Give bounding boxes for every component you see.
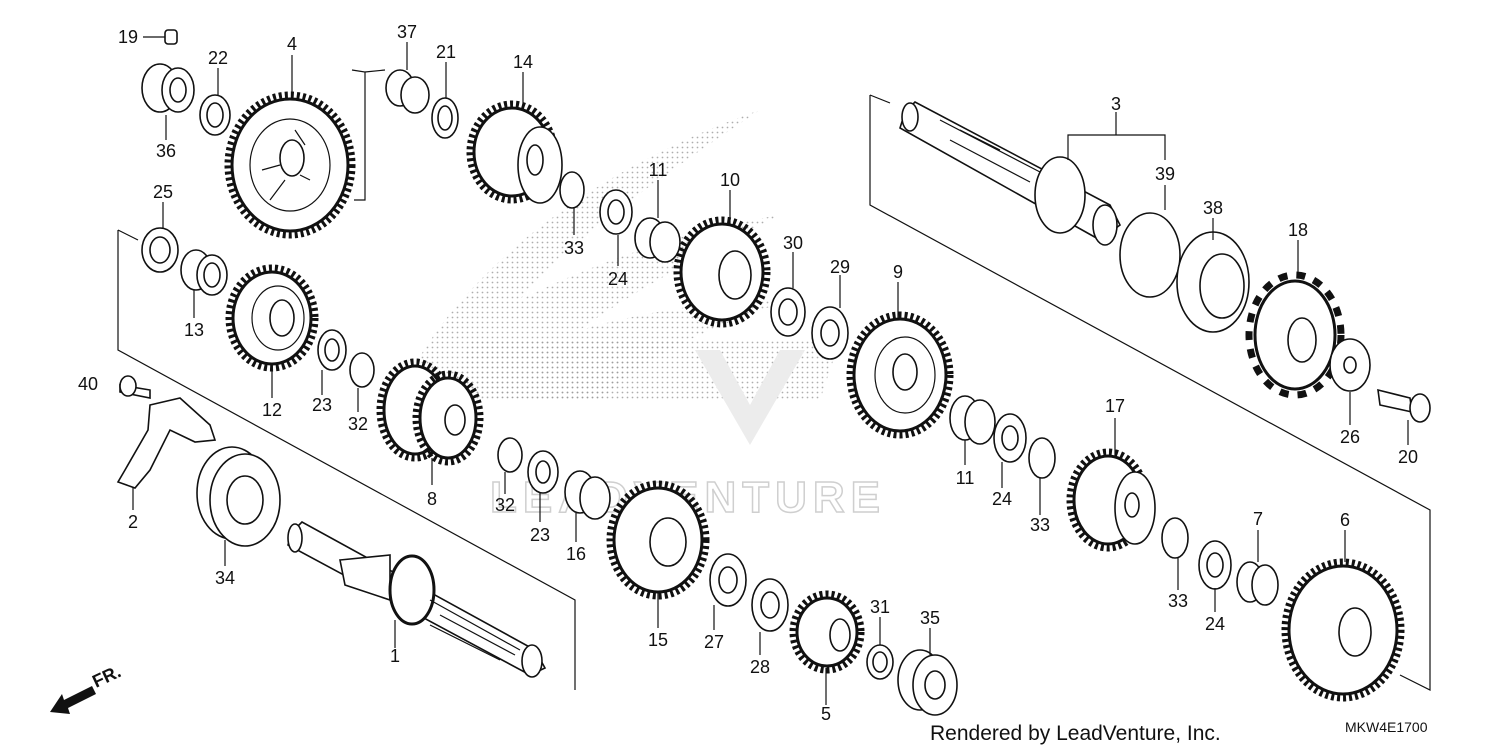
gear-6 [1281, 558, 1405, 702]
part-label-24-middle: 24 [992, 489, 1012, 509]
assembly-frames [117, 69, 1431, 691]
part-label-28: 28 [750, 657, 770, 677]
part-label-7: 7 [1253, 509, 1263, 529]
part-label-23-lower: 23 [530, 525, 550, 545]
gear-17 [1066, 448, 1156, 552]
part-label-33-lower: 33 [1168, 591, 1188, 611]
part-label-14: 14 [513, 52, 533, 72]
part-label-11-lower: 11 [956, 468, 975, 488]
part-label-38: 38 [1203, 198, 1223, 218]
part-label-25: 25 [153, 182, 173, 202]
part-label-27: 27 [704, 632, 724, 652]
gear-14 [466, 100, 563, 204]
part-label-17: 17 [1105, 396, 1125, 416]
gear-8 [376, 358, 484, 466]
part-label-22: 22 [208, 48, 228, 68]
mainshaft-1 [287, 521, 547, 678]
gear-4 [224, 91, 356, 239]
part-label-2: 2 [128, 512, 138, 532]
part-label-24-upper: 24 [608, 269, 628, 289]
part-label-36: 36 [156, 141, 176, 161]
part-label-29: 29 [830, 257, 850, 277]
part-label-18: 18 [1288, 220, 1308, 240]
front-arrow-icon [50, 686, 96, 714]
render-credit: Rendered by LeadVenture, Inc. [930, 722, 1221, 745]
leader-lines [132, 36, 1409, 705]
part-label-6: 6 [1340, 510, 1350, 530]
gear-15 [606, 480, 710, 600]
part-label-20: 20 [1398, 447, 1418, 467]
part-label-8: 8 [427, 489, 437, 509]
front-arrow-label: FR. [89, 661, 124, 691]
part-label-30: 30 [783, 233, 803, 253]
part-label-24-lower: 24 [1205, 614, 1225, 634]
part-label-33-upper: 33 [564, 238, 584, 258]
gear-9 [846, 311, 954, 439]
gear-12 [225, 264, 319, 372]
watermark-chevron [695, 350, 805, 445]
part-label-32-lower: 32 [495, 495, 515, 515]
front-arrow: FR. [50, 661, 124, 714]
part-label-23-upper: 23 [312, 395, 332, 415]
part-label-3: 3 [1111, 94, 1121, 114]
small-parts [116, 29, 1431, 716]
watermark-wordmark-shape [450, 340, 840, 400]
part-label-31: 31 [870, 597, 890, 617]
part-label-10: 10 [720, 170, 740, 190]
part-label-13: 13 [184, 320, 204, 340]
gear-5 [789, 590, 865, 674]
part-label-19: 19 [118, 27, 138, 47]
part-label-37: 37 [397, 22, 417, 42]
part-label-32-upper: 32 [348, 414, 368, 434]
part-label-35: 35 [920, 608, 940, 628]
gear-10 [673, 216, 771, 328]
diagram-code: MKW4E1700 [1345, 719, 1428, 735]
watermark-wing [400, 110, 790, 400]
part-label-4: 4 [287, 34, 297, 54]
part-label-9: 9 [893, 262, 903, 282]
part-label-33-middle: 33 [1030, 515, 1050, 535]
part-labels: 1 2 3 4 5 6 7 8 9 10 11 11 12 13 14 15 1… [78, 22, 1418, 724]
part-label-5: 5 [821, 704, 831, 724]
part-label-34: 34 [215, 568, 235, 588]
part-label-11-upper: 11 [649, 160, 668, 180]
part-label-1: 1 [390, 646, 400, 666]
sprocket-18 [1245, 271, 1345, 399]
part-label-12: 12 [262, 400, 282, 420]
part-label-39: 39 [1155, 164, 1175, 184]
countershaft-3 [899, 101, 1122, 246]
part-label-15: 15 [648, 630, 668, 650]
part-label-21: 21 [436, 42, 456, 62]
part-label-16: 16 [566, 544, 586, 564]
part-label-40: 40 [78, 374, 98, 394]
part-label-26: 26 [1340, 427, 1360, 447]
